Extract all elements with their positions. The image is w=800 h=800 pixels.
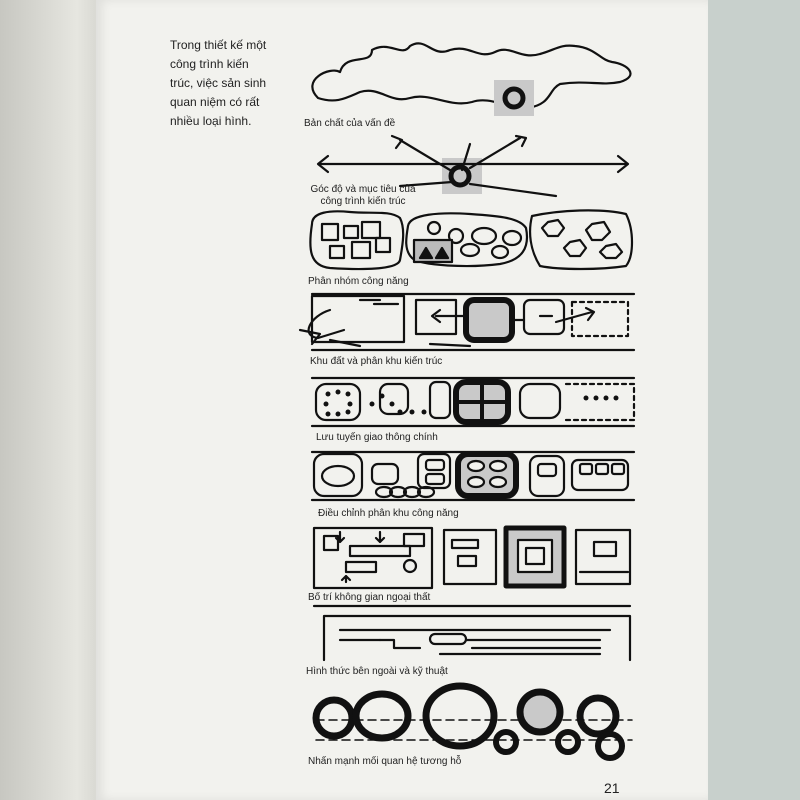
intro-line: quan niệm có rất [170, 95, 260, 109]
intro-line: Trong thiết kế một [170, 38, 267, 52]
caption-problem-essence: Bản chất của vấn đề [304, 118, 396, 129]
intro-line: công trình kiến [170, 57, 249, 71]
problem-blob [311, 42, 632, 110]
caption-line: Góc độ và mục tiêu của [310, 184, 416, 195]
caption-relationships: Nhấn mạnh mối quan hệ tương hỗ [308, 756, 462, 767]
center-dot [448, 164, 472, 188]
intro-paragraph: Trong thiết kế một công trình kiến trúc,… [170, 36, 276, 131]
caption-circulation: Lưu tuyến giao thông chính [316, 432, 438, 443]
intro-line: nhiều loại hình. [170, 114, 252, 128]
group-blob-1 [309, 210, 405, 271]
caption-line: công trình kiến trúc [320, 196, 406, 207]
group-blob-3 [529, 209, 634, 271]
caption-site-zoning: Khu đất và phân khu kiến trúc [310, 356, 443, 367]
page-number: 21 [604, 780, 620, 796]
focus-square [494, 80, 534, 116]
zone-block [463, 297, 515, 343]
group-blob-2 [405, 212, 529, 268]
book-spine-shadow [0, 0, 96, 800]
intro-line: trúc, việc sản sinh [170, 76, 267, 90]
caption-exterior-form: Hình thức bên ngoài và kỹ thuật [306, 666, 448, 677]
caption-functional-grouping: Phân nhóm công năng [308, 276, 409, 287]
caption-viewpoint: Góc độ và mục tiêu của công trình kiến t… [298, 184, 428, 208]
caption-zone-adjustment: Điều chỉnh phân khu công năng [318, 508, 459, 519]
background-surface [708, 0, 800, 800]
highlight-circle [516, 688, 564, 736]
focus-dot [502, 86, 526, 110]
adjusted-block [455, 451, 519, 499]
caption-exterior-space: Bố trí không gian ngoại thất [308, 592, 431, 603]
